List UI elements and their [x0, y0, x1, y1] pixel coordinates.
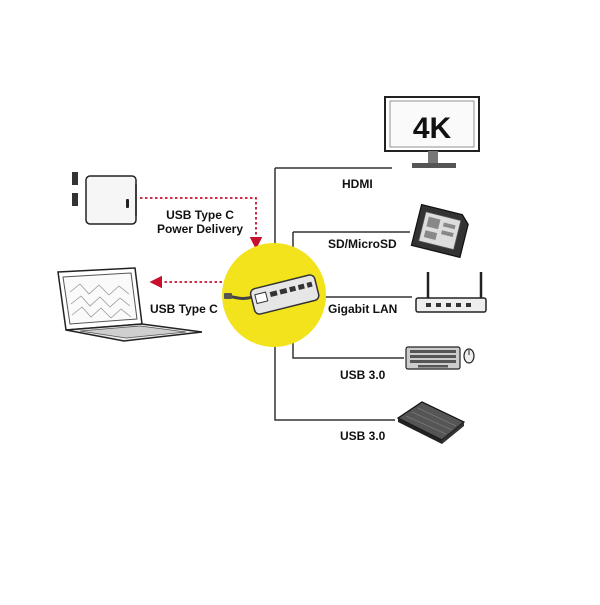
- gigabit-lan-label: Gigabit LAN: [328, 302, 398, 316]
- power-delivery-label: USB Type C Power Delivery: [140, 208, 260, 236]
- power-label-line2: Power Delivery: [156, 222, 244, 236]
- power-adapter-icon: [72, 172, 137, 225]
- hdmi-label: HDMI: [342, 177, 373, 191]
- sd-card-icon: [410, 203, 469, 259]
- keyboard-mouse-icon: [405, 346, 475, 370]
- router-icon: [415, 272, 487, 313]
- usb-type-c-host-label: USB Type C: [150, 302, 218, 316]
- power-arrow: [140, 197, 263, 250]
- power-label-line1: USB Type C: [166, 208, 234, 222]
- usb-3-label-1: USB 3.0: [340, 368, 386, 382]
- external-drive-icon: [396, 401, 466, 444]
- usb-c-hub-icon: [224, 274, 320, 315]
- laptop-icon: [57, 267, 203, 342]
- monitor-icon: 4K: [384, 96, 480, 168]
- usb-3-label-2: USB 3.0: [340, 429, 386, 443]
- sd-microsd-label: SD/MicroSD: [328, 237, 397, 251]
- line-usb2: [274, 340, 395, 421]
- line-usb1: [292, 330, 404, 359]
- monitor-4k-text: 4K: [413, 112, 452, 145]
